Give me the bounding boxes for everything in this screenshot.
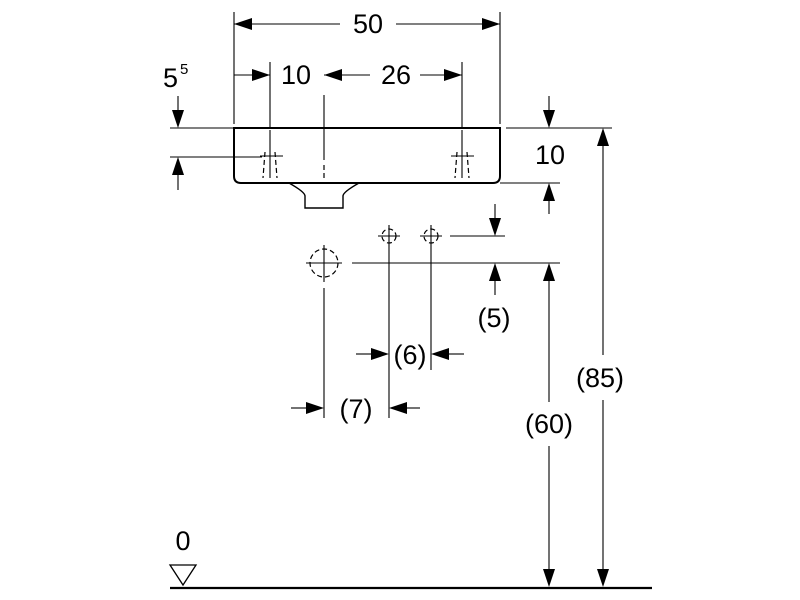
label-overall-width: 50 [353, 9, 383, 39]
dim-overall-width [233, 12, 501, 124]
dim-top-offset [170, 96, 262, 190]
dim-supply-above-drain [352, 204, 560, 295]
dim-supply-spacing [356, 348, 464, 360]
washbasin-outline [233, 95, 501, 209]
label-floor-level: 0 [175, 526, 190, 556]
label-drain-height: (60) [525, 409, 573, 439]
label-tap-spacing: 26 [381, 60, 411, 90]
dim-drain-to-supply [291, 402, 420, 414]
label-top-offset-superscript: 5 [180, 61, 188, 78]
label-tap-offset: 10 [281, 60, 311, 90]
dim-basin-height [500, 96, 612, 214]
floor-line [168, 564, 652, 590]
dim-drain-height [543, 263, 555, 587]
label-supply-spacing: (6) [394, 340, 427, 370]
dim-rim-height [597, 128, 609, 587]
tap-hole-right [451, 130, 474, 179]
supply-left-symbol [378, 225, 400, 418]
label-top-offset: 5 [163, 63, 178, 93]
supply-right-symbol [420, 225, 442, 370]
drain-position-symbol [306, 245, 342, 418]
label-drain-to-supply: (7) [340, 394, 373, 424]
floor-level-triangle-icon [168, 564, 198, 587]
label-basin-height: 10 [535, 140, 565, 170]
dim-tap-offsets [234, 62, 463, 128]
label-rim-height: (85) [576, 363, 624, 393]
label-supply-above-drain: (5) [478, 303, 511, 333]
tap-hole-left [260, 130, 283, 179]
